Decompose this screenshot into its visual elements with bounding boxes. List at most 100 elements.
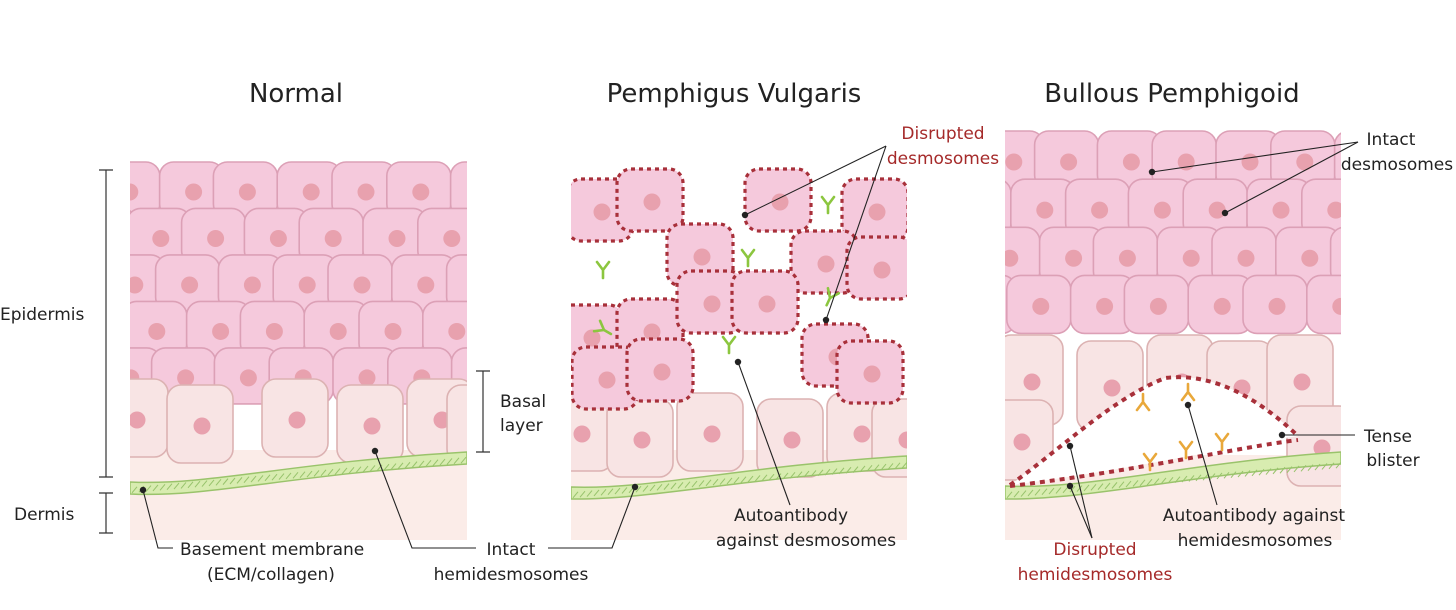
membrane-fiber — [397, 462, 404, 470]
basement-membrane — [1005, 451, 1341, 500]
membrane-fiber — [677, 482, 684, 489]
cell-nucleus — [181, 276, 199, 294]
cell — [921, 227, 985, 285]
membrane-fiber — [327, 468, 334, 476]
epidermal-cells — [130, 161, 520, 405]
membrane-fiber — [866, 465, 873, 472]
cell-nucleus — [1005, 249, 1019, 267]
membrane-fiber — [656, 483, 663, 491]
cell-nucleus — [288, 411, 306, 429]
cell-nucleus — [873, 261, 891, 279]
cell-nucleus — [947, 250, 964, 267]
membrane-fiber — [803, 470, 810, 478]
membrane-fiber — [348, 466, 355, 474]
cell-nucleus — [152, 229, 170, 247]
cell — [446, 384, 467, 464]
cell-nucleus — [973, 202, 990, 219]
membrane-fiber — [1034, 488, 1041, 496]
cell-nucleus — [1065, 249, 1083, 267]
membrane-fiber — [341, 467, 348, 475]
cell — [1362, 275, 1426, 333]
antibody-icon — [1142, 452, 1158, 472]
cell-nucleus — [1005, 153, 1023, 171]
cell-nucleus — [653, 363, 671, 381]
label-aah-line2: hemidesmosomes — [1178, 531, 1333, 551]
antibody-shape — [740, 248, 756, 268]
cell-nucleus — [1013, 433, 1031, 451]
cell-nucleus — [1391, 202, 1408, 219]
membrane-fiber — [418, 460, 425, 468]
cell-nucleus — [817, 255, 835, 273]
cell-nucleus — [1149, 297, 1167, 315]
membrane-fiber — [243, 476, 250, 484]
membrane-fiber — [1132, 480, 1139, 487]
membrane-fiber — [747, 475, 754, 483]
cell-nucleus — [1313, 439, 1331, 457]
membrane-fiber — [1230, 471, 1237, 478]
membrane-fiber — [880, 463, 887, 471]
cell-nucleus — [583, 329, 601, 347]
membrane-fiber — [194, 480, 201, 488]
membrane-fiber — [257, 475, 264, 482]
membrane-fiber — [586, 490, 593, 497]
cell-nucleus — [503, 323, 520, 340]
cell-nucleus — [412, 183, 430, 201]
membrane-fiber — [159, 483, 166, 491]
antibody-icon — [595, 260, 611, 280]
membrane-fiber — [859, 465, 866, 473]
membrane-fiber — [1293, 465, 1300, 473]
antibody-shape — [1180, 382, 1196, 402]
cell-nucleus — [1241, 153, 1259, 171]
cell-nucleus — [474, 418, 491, 435]
membrane-fiber — [250, 475, 257, 483]
membrane-fiber — [313, 470, 320, 477]
membrane-fiber — [411, 461, 418, 468]
intact-hemidesmosomes-leader-pv — [548, 483, 639, 549]
cell-nucleus — [1023, 373, 1041, 391]
membrane-fiber — [572, 491, 579, 499]
membrane-fiber — [1251, 469, 1258, 477]
cell — [1329, 226, 1341, 286]
membrane-fiber — [614, 487, 621, 495]
cell-nucleus — [477, 369, 494, 386]
membrane-fiber — [1286, 466, 1293, 473]
membrane-fiber — [1321, 463, 1328, 470]
membrane-fiber — [684, 481, 691, 489]
membrane-fiber — [1027, 489, 1034, 497]
cell-nucleus — [384, 322, 402, 340]
membrane-fiber — [817, 469, 824, 477]
cell-nucleus — [302, 183, 320, 201]
membrane-fiber — [1062, 486, 1069, 494]
label-bm-line2: (ECM/collagen) — [207, 565, 335, 585]
membrane-fiber — [1300, 465, 1307, 472]
disrupted-desmosomes-leaders — [741, 145, 887, 324]
cell — [1306, 274, 1341, 335]
detached-epidermal-cells — [571, 167, 907, 411]
cell-nucleus — [448, 322, 466, 340]
epidermis-bracket — [99, 169, 113, 478]
label-disrupted-hemidesmosomes-line1: Disrupted — [1053, 540, 1136, 560]
cell-nucleus — [598, 371, 616, 389]
antibody-shape — [1214, 432, 1230, 452]
panel-normal — [130, 161, 520, 540]
membrane-fiber — [187, 481, 194, 489]
membrane-fiber — [754, 475, 761, 482]
membrane-fiber — [1237, 470, 1244, 478]
antibody-icon — [1214, 432, 1230, 452]
membrane-fiber — [1244, 470, 1251, 477]
autoantibodies-green — [592, 195, 841, 355]
membrane-fiber — [201, 480, 208, 487]
cell-nucleus — [693, 248, 711, 266]
membrane-fiber — [1139, 479, 1146, 487]
cell-nucleus — [1356, 250, 1373, 267]
membrane-fiber — [831, 468, 838, 475]
cell-nucleus — [357, 183, 375, 201]
membrane-fiber — [299, 471, 306, 479]
membrane-fiber — [845, 466, 852, 474]
cell-nucleus — [771, 193, 789, 211]
cell-nucleus — [1296, 153, 1314, 171]
membrane-fiber — [285, 472, 292, 480]
antibody-icon — [721, 335, 737, 355]
antibody-icon — [1135, 392, 1151, 412]
membrane-fiber — [733, 477, 740, 484]
